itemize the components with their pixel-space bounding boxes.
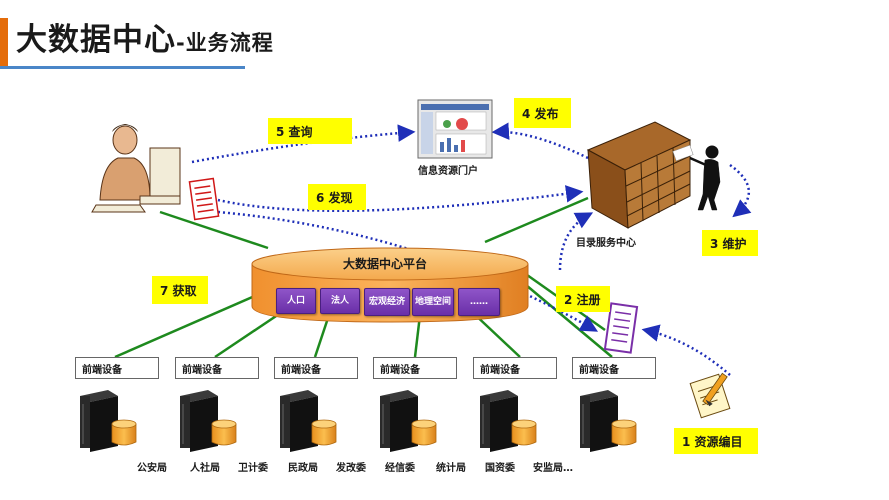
flow-discover [217,185,584,213]
bureau-state-assets: 国资委 [485,463,515,474]
module-macro-economy: 宏观经济 [364,288,410,316]
bureau-human-resources: 人社局 [190,463,220,474]
user-at-computer-icon [91,124,181,213]
checklist-icon [188,177,220,221]
frontend-device-4: 前端设备 [373,357,457,379]
flow-register [558,212,594,271]
module-geo-space: 地理空间 [412,288,454,316]
bureau-safety: 安监局… [533,463,573,474]
bureau-development-reform: 发改委 [336,463,366,474]
frontend-device-5: 前端设备 [473,357,557,379]
step-3-maintain: 3 维护 [702,230,758,256]
server-tower-icon [180,390,218,452]
catalog-label: 目录服务中心 [576,238,636,249]
server-tower-icon [380,390,418,452]
database-cylinder-icon [211,419,237,446]
clipboard-pencil-icon [689,372,731,419]
platform-title: 大数据中心平台 [342,257,427,271]
title-sub: -业务流程 [176,31,274,55]
step-7-obtain: 7 获取 [152,276,208,304]
database-cylinder-icon [111,419,137,446]
portal-screen-icon [417,99,493,159]
module-legal-entity: 法人 [320,288,360,314]
flow-maintain [729,163,752,218]
register-checklist-icon [603,302,639,354]
bureau-statistics: 统计局 [436,463,466,474]
page-title: 大数据中心-业务流程 [16,14,274,59]
frontend-device-1: 前端设备 [75,357,159,379]
server-tower-icon [580,390,618,452]
step-4-publish: 4 发布 [514,98,571,128]
person-stick-icon [689,145,721,211]
flow-publish [491,122,589,160]
bureau-public-security: 公安局 [137,463,167,474]
file-cabinet-icon [586,121,694,229]
step-2-register: 2 注册 [556,286,610,312]
database-cylinder-icon [511,419,537,446]
platform-device-links [114,196,613,359]
portal-label: 信息资源门户 [418,166,478,177]
module-more: …… [458,288,500,316]
step-5-query: 5 查询 [268,118,352,144]
frontend-device-2: 前端设备 [175,357,259,379]
bureau-health: 卫计委 [238,463,268,474]
module-population: 人口 [276,288,316,314]
database-cylinder-icon [411,419,437,446]
server-tower-icon [80,390,118,452]
frontend-device-6: 前端设备 [572,357,656,379]
database-cylinder-icon [311,419,337,446]
step-1-catalog: 1 资源编目 [674,428,758,454]
title-underline [0,66,245,69]
title-accent-bar [0,18,8,68]
bureau-economy-info: 经信委 [385,463,415,474]
title-main: 大数据中心 [16,22,176,58]
step-6-discover: 6 发现 [308,184,366,210]
frontend-device-3: 前端设备 [274,357,358,379]
server-tower-icon [280,390,318,452]
flow-catalog [641,324,731,376]
station-devices [80,390,637,452]
server-tower-icon [480,390,518,452]
database-cylinder-icon [611,419,637,446]
bureau-civil-affairs: 民政局 [288,463,318,474]
